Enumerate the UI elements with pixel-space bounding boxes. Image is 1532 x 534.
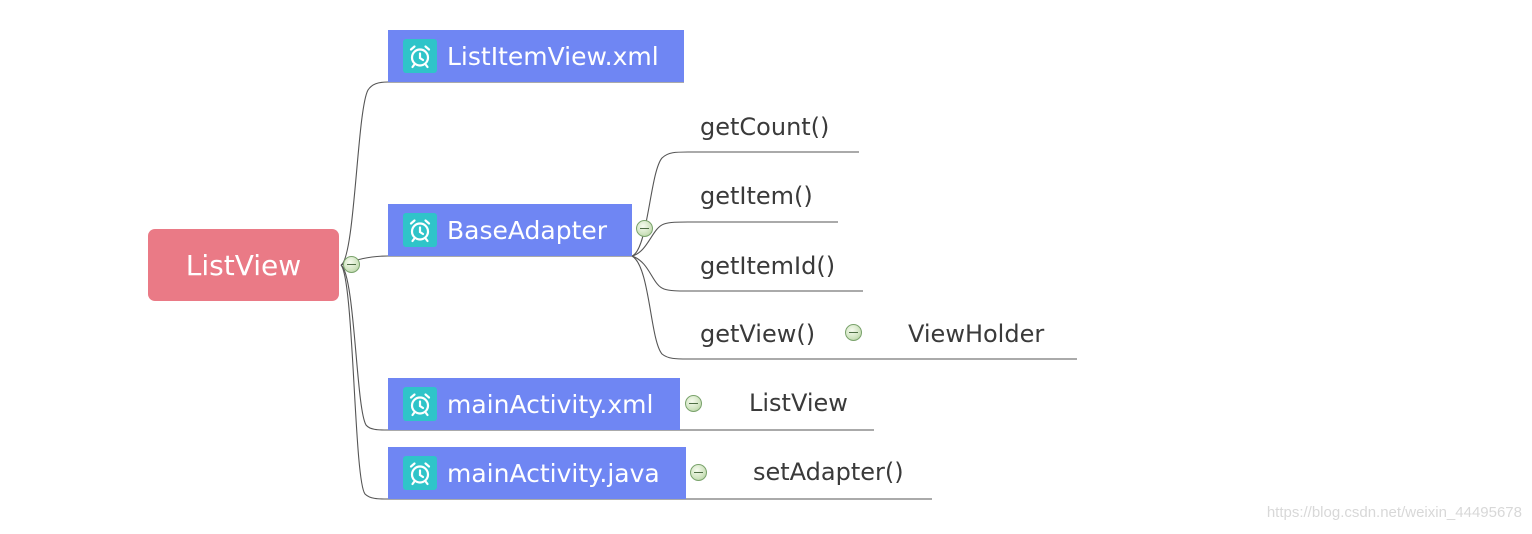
node-main-activity-xml[interactable]: mainActivity.xml [388,378,680,430]
leaf-listview[interactable]: ListView [749,389,848,417]
collapse-toggle-main-activity-java[interactable] [690,464,707,481]
connector-root-main-activity-java [340,264,389,500]
connector-root-main-activity-xml [340,264,389,431]
node-main-activity-java[interactable]: mainActivity.java [388,447,686,499]
root-topic-label: ListView [185,248,302,282]
connector-base-get-item [631,221,689,257]
leaf-view-holder[interactable]: ViewHolder [908,320,1045,348]
node-label: BaseAdapter [447,215,608,245]
alarm-clock-icon [403,39,437,73]
collapse-toggle-main-activity-xml[interactable] [685,395,702,412]
leaf-get-count[interactable]: getCount() [700,113,830,141]
leaf-get-item-id[interactable]: getItemId() [700,252,836,280]
node-label: mainActivity.xml [447,389,654,419]
alarm-clock-icon [403,387,437,421]
collapse-toggle-base-adapter[interactable] [636,220,653,237]
connector-base-get-item-id [631,255,689,292]
root-topic-listview[interactable]: ListView [148,229,339,301]
connector-base-get-count [631,151,689,257]
node-label: mainActivity.java [447,458,660,488]
leaf-get-item[interactable]: getItem() [700,182,813,210]
connector-base-get-view [631,255,689,360]
alarm-clock-icon [403,456,437,490]
leaf-get-view[interactable]: getView() [700,320,816,348]
watermark: https://blog.csdn.net/weixin_44495678 [1266,504,1522,521]
collapse-toggle-root[interactable] [343,256,360,273]
node-list-item-view[interactable]: ListItemView.xml [388,30,684,82]
leaf-set-adapter[interactable]: setAdapter() [753,458,904,486]
collapse-toggle-get-view[interactable] [845,324,862,341]
node-base-adapter[interactable]: BaseAdapter [388,204,632,256]
node-label: ListItemView.xml [447,41,659,71]
alarm-clock-icon [403,213,437,247]
connector-root-list-item-view [340,81,389,266]
